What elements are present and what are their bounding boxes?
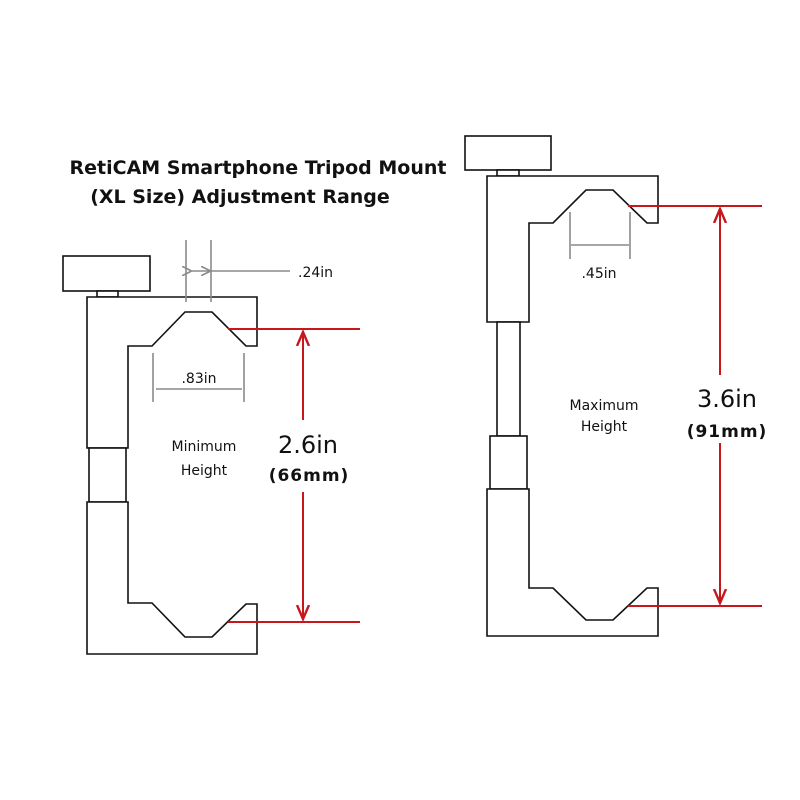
max-height-inches: 3.6in xyxy=(697,385,757,413)
extension-collar xyxy=(489,435,528,490)
max-label-line-2: Height xyxy=(581,419,628,435)
title-line-2: (XL Size) Adjustment Range xyxy=(90,186,390,208)
knob-stem xyxy=(96,290,119,298)
max-height-mm: (91mm) xyxy=(687,422,768,442)
jaw-opening-width-label: .83in xyxy=(181,371,216,387)
knob xyxy=(62,255,151,292)
knob xyxy=(464,135,552,171)
min-label-line-2: Height xyxy=(181,463,228,479)
mount-minimum-height: .24in .83in Minimum Height 2.6in (66mm) xyxy=(62,240,360,655)
jaw-top-width-label: .24in xyxy=(298,265,333,281)
bottom-jaw xyxy=(86,501,258,655)
min-label-line-1: Minimum xyxy=(172,439,237,455)
top-jaw xyxy=(86,296,258,449)
extension-rod xyxy=(496,321,521,437)
min-height-inches: 2.6in xyxy=(278,431,338,459)
bottom-jaw xyxy=(486,488,659,637)
mount-maximum-height: .45in Maximum Height 3.6in (91mm) xyxy=(464,135,768,637)
title-line-1: RetiCAM Smartphone Tripod Mount xyxy=(70,157,447,179)
max-label-line-1: Maximum xyxy=(570,398,639,414)
extension-segment xyxy=(88,447,127,503)
min-height-mm: (66mm) xyxy=(269,466,350,486)
jaw-opening-width-label: .45in xyxy=(581,266,616,282)
top-jaw xyxy=(486,175,659,323)
knob-stem xyxy=(496,169,520,177)
